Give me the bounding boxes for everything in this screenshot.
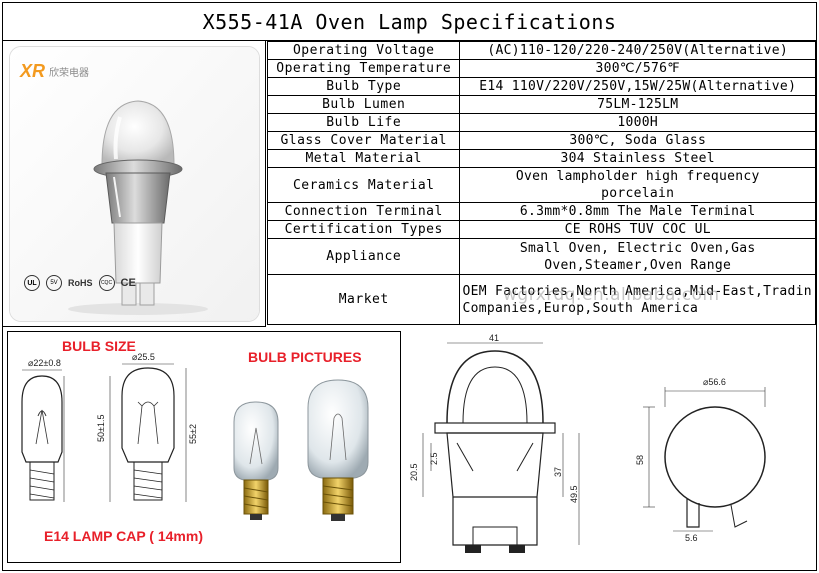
- spec-value: 300℃, Soda Glass: [459, 131, 816, 150]
- holder-drawing-panel: 41 20.5 2.5 37 49.5 ⌀56.6 58 5.6: [403, 331, 809, 563]
- spec-value: (AC)110-120/220-240/250V(Alternative): [459, 41, 816, 60]
- spec-value: 300℃/576℉: [459, 59, 816, 78]
- lamp-cap-label: E14 LAMP CAP ( 14mm): [44, 528, 203, 544]
- dim-height-d: 49.5: [569, 485, 579, 503]
- spec-value: 1000H: [459, 113, 816, 132]
- spec-row: Bulb Type E14 110V/220V/250V,15W/25W(Alt…: [266, 77, 816, 96]
- dim-d2: ⌀25.5: [132, 352, 155, 362]
- spec-row: Operating Voltage (AC)110-120/220-240/25…: [266, 41, 816, 60]
- dim-d1: ⌀22±0.8: [28, 358, 61, 368]
- spec-row: Market OEM Factories,North America,Mid-E…: [266, 274, 816, 325]
- spec-label: Glass Cover Material: [266, 131, 461, 150]
- bulb-panel: BULB SIZE BULB PICTURES E14 LAMP CAP ( 1…: [7, 331, 401, 563]
- spec-label: Bulb Lumen: [266, 95, 461, 114]
- product-photo-cell: XR 欣荣电器 UL 5V RoHS CQC CE: [3, 41, 266, 327]
- bulb-pictures-label: BULB PICTURES: [248, 349, 362, 365]
- dim-circle-height: 58: [635, 454, 645, 465]
- cqc-logo-icon: CQC: [98, 275, 115, 291]
- ce-logo-icon: CE: [120, 277, 136, 289]
- dim-top-width: 41: [489, 333, 500, 343]
- spec-row: Bulb Life 1000H: [266, 113, 816, 132]
- dim-height-a: 20.5: [409, 463, 419, 481]
- spec-row: Metal Material 304 Stainless Steel: [266, 149, 816, 168]
- spec-label: Connection Terminal: [266, 202, 461, 221]
- spec-label: Market: [266, 274, 461, 325]
- spec-label: Metal Material: [266, 149, 461, 168]
- title-bar: X555-41A Oven Lamp Specifications: [3, 3, 816, 41]
- dim-height-c: 37: [553, 466, 563, 477]
- spec-value: 75LM-125LM: [459, 95, 816, 114]
- brand-name: 欣荣电器: [49, 68, 90, 79]
- spec-row: Operating Temperature 300℃/576℉: [266, 59, 816, 78]
- page-title: X555-41A Oven Lamp Specifications: [202, 9, 617, 34]
- spec-label: Bulb Life: [266, 113, 461, 132]
- spec-label: Operating Voltage: [266, 41, 461, 60]
- cert-logos: UL 5V RoHS CQC CE: [24, 275, 136, 291]
- holder-technical-drawing: [422, 342, 766, 553]
- 5v-logo-icon: 5V: [46, 275, 62, 291]
- bulb-size-drawing: [21, 363, 369, 521]
- dim-h2: 55±2: [188, 424, 198, 444]
- dim-tab-width: 5.6: [685, 533, 698, 543]
- spec-value: 6.3mm*0.8mm The Male Terminal: [459, 202, 816, 221]
- product-photo: XR 欣荣电器 UL 5V RoHS CQC CE: [9, 46, 260, 322]
- brand-logo-mark: XR: [20, 61, 46, 81]
- spec-row: Certification Types CE ROHS TUV COC UL: [266, 220, 816, 239]
- ul-logo-icon: UL: [24, 275, 40, 291]
- spec-label: Ceramics Material: [266, 167, 461, 203]
- spec-row: Glass Cover Material 300℃, Soda Glass: [266, 131, 816, 150]
- spec-value: Small Oven, Electric Oven,Gas Oven,Steam…: [459, 238, 816, 275]
- spec-row: Bulb Lumen 75LM-125LM: [266, 95, 816, 114]
- spec-row: Ceramics Material Oven lampholder high f…: [266, 167, 816, 203]
- spec-value: Oven lampholder high frequency porcelain: [459, 167, 816, 203]
- diagram-section: BULB SIZE BULB PICTURES E14 LAMP CAP ( 1…: [3, 327, 816, 570]
- brand-logo: XR 欣荣电器: [20, 61, 89, 82]
- spec-label: Certification Types: [266, 220, 461, 239]
- dim-circle-diameter: ⌀56.6: [703, 377, 726, 387]
- rohs-logo-icon: RoHS: [68, 278, 93, 288]
- spec-label: Bulb Type: [266, 77, 461, 96]
- spec-label: Appliance: [266, 238, 461, 275]
- spec-value: OEM Factories,North America,Mid-East,Tra…: [459, 274, 816, 325]
- bulb-size-label: BULB SIZE: [62, 338, 136, 354]
- spec-value: E14 110V/220V/250V,15W/25W(Alternative): [459, 77, 816, 96]
- watermark: wgrxrdq.en.alibaba.com: [503, 285, 720, 305]
- spec-value: CE ROHS TUV COC UL: [459, 220, 816, 239]
- dim-height-b: 2.5: [429, 452, 439, 465]
- spec-row: Appliance Small Oven, Electric Oven,Gas …: [266, 238, 816, 275]
- spec-row: Connection Terminal 6.3mm*0.8mm The Male…: [266, 202, 816, 221]
- spec-value: 304 Stainless Steel: [459, 149, 816, 168]
- spec-table: Operating Voltage (AC)110-120/220-240/25…: [266, 41, 816, 325]
- spec-label: Operating Temperature: [266, 59, 461, 78]
- dim-h1: 50±1.5: [96, 414, 106, 442]
